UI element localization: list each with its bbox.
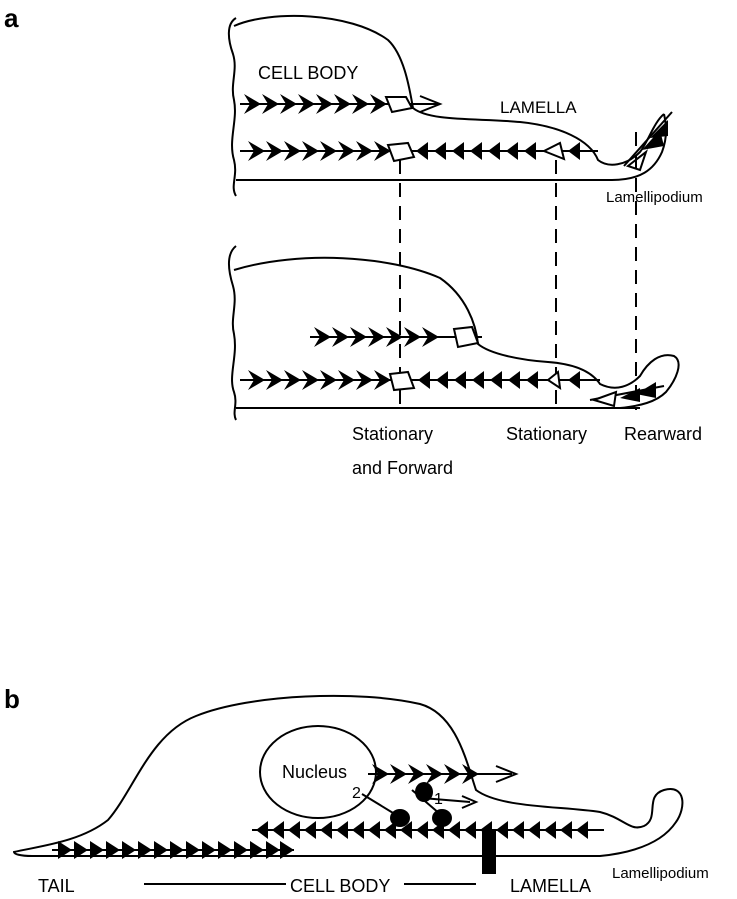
label-lamella-top: LAMELLA <box>500 98 577 117</box>
label-num-1: 1 <box>434 791 443 808</box>
filament-upper <box>240 94 443 114</box>
panel-b-cell: Nucleus 2 1 <box>12 694 709 896</box>
label-cell-body-top: CELL BODY <box>258 63 358 83</box>
cell-outline-b <box>12 694 684 857</box>
label-rearward: Rearward <box>624 424 702 444</box>
myosin-motors <box>361 782 479 827</box>
filament-upper-moved <box>310 325 482 349</box>
label-num-2: 2 <box>352 785 361 802</box>
myosin-head-1 <box>415 782 433 802</box>
myosin-head-3 <box>432 809 452 827</box>
adhesion-bar <box>482 830 496 874</box>
panel-a-bottom-cell: Stationary and Forward Stationary Rearwa… <box>227 245 702 478</box>
filament-lower <box>240 141 598 163</box>
panel-b-letter: b <box>4 684 20 714</box>
filament-b-upper <box>368 764 519 784</box>
label-lamella-b: LAMELLA <box>510 876 591 896</box>
label-nucleus: Nucleus <box>282 762 347 782</box>
panel-a-letter: a <box>4 3 19 33</box>
filament-lower-moved <box>240 370 600 392</box>
nucleus-icon <box>259 725 377 819</box>
filament-lamellipodium <box>623 111 673 172</box>
cell-edge-left-bottom <box>227 245 237 421</box>
label-lamellipodium-b: Lamellipodium <box>612 865 709 882</box>
panel-a-top-cell: CELL BODY LAMELLA Lamellipodium <box>227 14 703 206</box>
label-cell-body-b: CELL BODY <box>290 876 390 896</box>
filament-lamellipodium-moved <box>589 382 665 408</box>
cell-outline-bottom <box>233 256 680 409</box>
label-stationary-forward-1: Stationary <box>352 424 433 444</box>
cell-outline-top <box>233 14 665 166</box>
filament-b-middle <box>252 821 604 839</box>
dashed-guides <box>399 132 637 410</box>
label-stationary-forward-2: and Forward <box>352 458 453 478</box>
cell-substrate-line <box>236 113 667 181</box>
filament-b-tail <box>52 841 294 859</box>
cell-edge-left <box>227 17 237 197</box>
label-stationary: Stationary <box>506 424 587 444</box>
label-tail: TAIL <box>38 876 75 896</box>
label-lamellipodium-top: Lamellipodium <box>606 189 703 206</box>
